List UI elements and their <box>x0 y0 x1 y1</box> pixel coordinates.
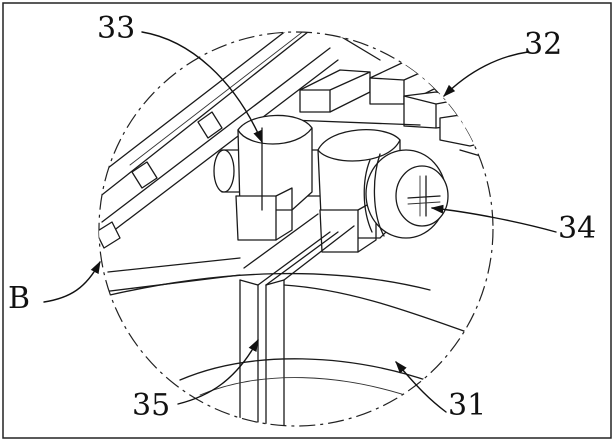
label-35: 35 <box>132 388 170 423</box>
label-34: 34 <box>558 211 596 246</box>
leader-35 <box>177 338 259 405</box>
detail-circle <box>98 31 494 427</box>
leader-31 <box>395 361 447 413</box>
leader-33 <box>141 31 263 144</box>
label-B: B <box>8 281 30 316</box>
leader-32 <box>443 51 529 97</box>
base-31 <box>109 272 491 401</box>
leader-lines <box>43 31 557 413</box>
label-32: 32 <box>524 27 562 62</box>
slot-strips-35 <box>239 213 355 426</box>
screw-34 <box>363 149 449 239</box>
leader-B <box>43 260 101 303</box>
label-33: 33 <box>97 11 135 46</box>
hub-33 <box>235 114 313 241</box>
label-31: 31 <box>448 388 486 423</box>
detail-geometry <box>99 32 493 426</box>
leader-34 <box>430 204 557 233</box>
